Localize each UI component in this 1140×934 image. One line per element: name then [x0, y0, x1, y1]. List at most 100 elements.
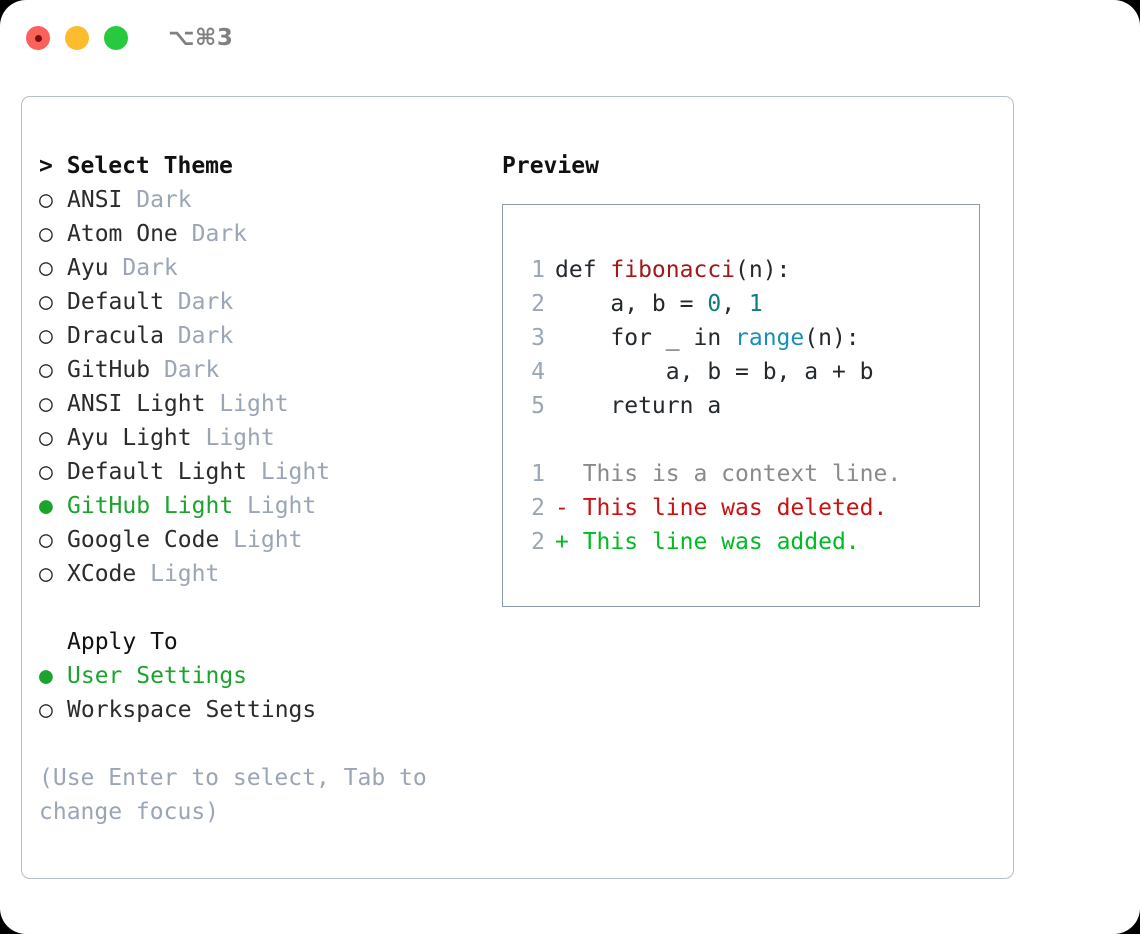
code-token-plain: a, b =: [555, 291, 708, 317]
radio-unselected-icon: ○: [39, 289, 53, 315]
theme-option-google-code[interactable]: ○ Google Code Light: [39, 523, 502, 557]
diff-line-text: This is a context line.: [555, 457, 902, 491]
theme-option-default[interactable]: ○ Default Dark: [39, 285, 502, 319]
code-line: 2 a, b = 0, 1: [517, 287, 979, 321]
code-token-plain: (n):: [804, 325, 860, 351]
code-token-plain: return a: [555, 393, 722, 419]
diff-line-number: 1: [531, 461, 545, 487]
theme-option-category: Light: [205, 391, 289, 417]
code-line: 3 for _ in range(n):: [517, 321, 979, 355]
radio-unselected-icon: ○: [39, 697, 53, 723]
diff-text: This line was added.: [568, 529, 860, 555]
list-spacer: [39, 591, 502, 625]
apply-to-option-user-settings[interactable]: ●User Settings: [39, 659, 502, 693]
code-line: 4 a, b = b, a + b: [517, 355, 979, 389]
theme-option-dracula[interactable]: ○Dracula Dark: [39, 319, 502, 353]
theme-selector-column: > Select Theme ○ANSI Dark○Atom One Dark○…: [22, 149, 502, 878]
keyboard-hint: (Use Enter to select, Tab to change focu…: [39, 765, 427, 825]
theme-list[interactable]: ○ANSI Dark○Atom One Dark○Ayu Dark○Defaul…: [39, 183, 502, 591]
apply-to-option-name: Workspace Settings: [67, 697, 317, 723]
radio-unselected-icon: ○: [39, 391, 53, 417]
code-line-number: 4: [531, 359, 545, 385]
code-line-number: 2: [531, 291, 545, 317]
theme-option-name: XCode: [67, 561, 137, 587]
code-token-plain: for _ in: [555, 325, 736, 351]
code-token-plain: def: [555, 257, 611, 283]
theme-option-name: ANSI Light: [67, 391, 206, 417]
code-token-plain: (n):: [735, 257, 791, 283]
code-line-text: def fibonacci(n):: [555, 253, 790, 287]
radio-unselected-icon: ○: [39, 527, 53, 553]
code-token-call: range: [735, 325, 805, 351]
theme-option-atom-one[interactable]: ○Atom One Dark: [39, 217, 502, 251]
diff-text: This line was deleted.: [568, 495, 888, 521]
diff-marker: +: [555, 529, 569, 555]
radio-unselected-icon: ○: [39, 357, 53, 383]
theme-option-category: Light: [247, 459, 331, 485]
code-diff-gap: [517, 423, 979, 457]
theme-option-ayu[interactable]: ○Ayu Dark: [39, 251, 502, 285]
theme-option-name: ANSI: [67, 187, 123, 213]
diff-text: This is a context line.: [568, 461, 902, 487]
code-line-text: return a: [555, 389, 721, 423]
radio-unselected-icon: ○: [39, 561, 53, 587]
diff-line-add: 2 + This line was added.: [517, 525, 979, 559]
theme-option-name: Default: [67, 289, 164, 315]
hint-spacer: [39, 727, 502, 761]
theme-option-category: Dark: [150, 357, 220, 383]
apply-to-list[interactable]: ●User Settings ○ Workspace Settings: [39, 659, 502, 727]
keyboard-shortcut-label: ⌥⌘3: [168, 25, 234, 51]
diff-line-text: - This line was deleted.: [555, 491, 887, 525]
diff-line-number: 2: [531, 529, 545, 555]
radio-unselected-icon: ○: [39, 221, 53, 247]
theme-option-github-light[interactable]: ●GitHub Light Light: [39, 489, 502, 523]
theme-option-category: Light: [136, 561, 220, 587]
theme-option-xcode[interactable]: ○ XCode Light: [39, 557, 502, 591]
code-line-text: for _ in range(n):: [555, 321, 860, 355]
theme-option-github[interactable]: ○GitHub Dark: [39, 353, 502, 387]
theme-option-name: Ayu: [67, 255, 109, 281]
diff-marker: -: [555, 495, 569, 521]
theme-option-category: Dark: [163, 323, 234, 349]
diff-sample: 1 This is a context line.2- This line wa…: [517, 457, 979, 559]
theme-option-ayu-light[interactable]: ○Ayu Light Light: [39, 421, 502, 455]
titlebar: ⌥⌘3: [0, 0, 1140, 76]
radio-selected-icon: ●: [39, 663, 53, 689]
radio-unselected-icon: ○: [39, 187, 53, 213]
code-token-plain: ,: [721, 291, 749, 317]
maximize-window-icon[interactable]: [104, 26, 128, 50]
code-line-text: a, b = 0, 1: [555, 287, 763, 321]
theme-option-category: Dark: [122, 187, 192, 213]
code-token-num: 1: [748, 291, 763, 317]
code-line-number: 1: [531, 257, 545, 283]
theme-option-ansi-light[interactable]: ○ ANSI Light Light: [39, 387, 502, 421]
theme-option-name: Dracula: [67, 323, 164, 349]
theme-option-category: Light: [219, 527, 303, 553]
diff-line-del: 2- This line was deleted.: [517, 491, 979, 525]
theme-list-header: > Select Theme: [39, 153, 233, 179]
preview-title: Preview: [502, 153, 599, 179]
code-token-fn: fibonacci: [610, 257, 736, 283]
main-panel: > Select Theme ○ANSI Dark○Atom One Dark○…: [21, 96, 1014, 879]
radio-unselected-icon: ○: [39, 425, 53, 451]
diff-line-text: + This line was added.: [555, 525, 860, 559]
radio-selected-icon: ●: [39, 493, 53, 519]
theme-option-name: Default Light: [67, 459, 248, 485]
code-line-number: 5: [531, 393, 545, 419]
minimize-window-icon[interactable]: [65, 26, 89, 50]
theme-option-category: Dark: [108, 255, 178, 281]
close-window-icon[interactable]: [26, 26, 50, 50]
theme-option-name: Atom One: [67, 221, 178, 247]
apply-to-option-workspace-settings[interactable]: ○ Workspace Settings: [39, 693, 502, 727]
theme-option-ansi[interactable]: ○ ANSI Dark: [39, 183, 502, 217]
theme-option-name: Ayu Light: [67, 425, 192, 451]
code-token-num: 0: [707, 291, 722, 317]
code-line: 5 return a: [517, 389, 979, 423]
theme-option-category: Dark: [163, 289, 234, 315]
code-token-plain: a, b = b, a + b: [555, 359, 874, 385]
theme-option-default-light[interactable]: ○Default Light Light: [39, 455, 502, 489]
theme-option-name: Google Code: [67, 527, 220, 553]
diff-line-number: 2: [531, 495, 545, 521]
